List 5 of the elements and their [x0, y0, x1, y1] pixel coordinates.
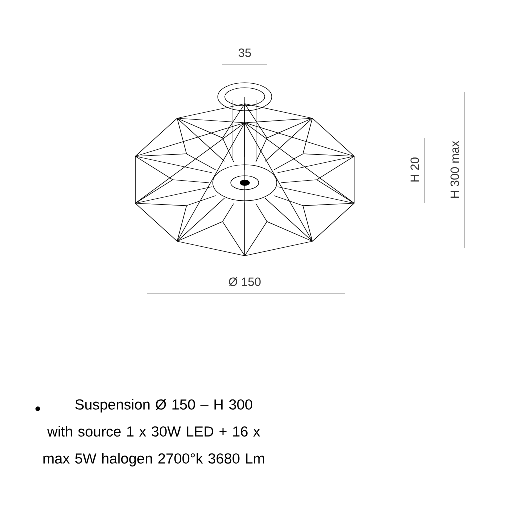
spec-note: Suspension Ø 150 – H 300 with source 1 x 30W LED + 16 x max 5W halogen 2700°k 3680 Lm [44, 399, 264, 467]
dimension-label: H 20 [410, 158, 420, 182]
dimension-label: 35 [238, 48, 252, 58]
dimension-label: H 300 max [450, 141, 460, 198]
dimension-label: Ø 150 [229, 278, 261, 286]
